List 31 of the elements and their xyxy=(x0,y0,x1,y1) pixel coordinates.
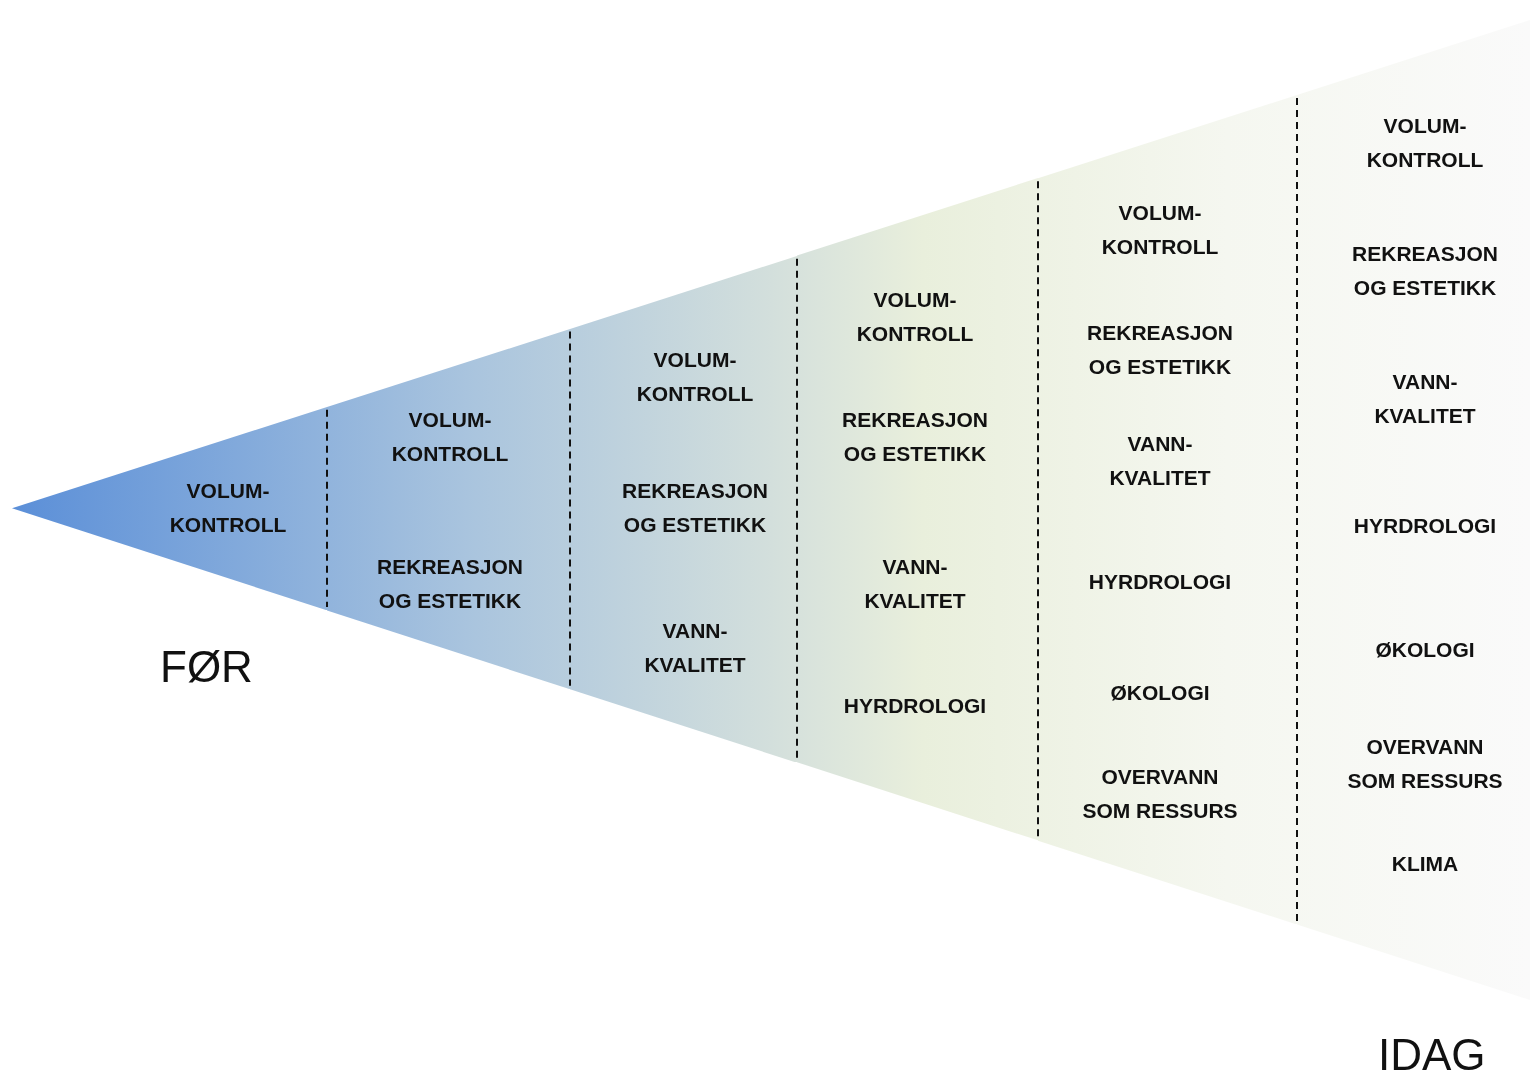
topic-label: HYRDROLOGI xyxy=(842,693,988,719)
topic-label: VANN- KVALITET xyxy=(863,554,967,614)
wedge-section xyxy=(12,406,327,611)
wedge-section xyxy=(797,178,1038,841)
topic-label: VOLUM- KONTROLL xyxy=(855,287,975,347)
topic-label: VOLUM- KONTROLL xyxy=(1100,200,1220,260)
topic-label: KLIMA xyxy=(1390,851,1460,877)
topic-label: HYRDROLOGI xyxy=(1352,513,1498,539)
topic-label: VANN- KVALITET xyxy=(1108,431,1212,491)
topic-label: ØKOLOGI xyxy=(1109,680,1211,706)
topic-label: VOLUM- KONTROLL xyxy=(1365,113,1485,173)
wedge-section xyxy=(570,255,797,763)
topic-label: VOLUM- KONTROLL xyxy=(635,347,755,407)
topic-label: VOLUM- KONTROLL xyxy=(168,478,288,538)
topic-label: REKREASJON OG ESTETIKK xyxy=(621,478,769,538)
topic-label: REKREASJON OG ESTETIKK xyxy=(376,554,524,614)
wedge-section xyxy=(1038,94,1297,925)
topic-label: REKREASJON OG ESTETIKK xyxy=(1086,320,1234,380)
topic-label: OVERVANN SOM RESSURS xyxy=(1081,764,1239,824)
topic-label: REKREASJON OG ESTETIKK xyxy=(841,407,989,467)
stage-label: FØR xyxy=(160,642,253,692)
topic-label: VANN- KVALITET xyxy=(643,618,747,678)
wedge-section xyxy=(1297,20,1530,1000)
wedge-section xyxy=(327,328,570,689)
topic-label: ØKOLOGI xyxy=(1374,637,1476,663)
topic-label: OVERVANN SOM RESSURS xyxy=(1346,734,1504,794)
topic-label: HYRDROLOGI xyxy=(1087,569,1233,595)
topic-label: VOLUM- KONTROLL xyxy=(390,407,510,467)
stage-label: IDAG xyxy=(1378,1030,1486,1076)
topic-label: REKREASJON OG ESTETIKK xyxy=(1351,241,1499,301)
topic-label: VANN- KVALITET xyxy=(1373,369,1477,429)
